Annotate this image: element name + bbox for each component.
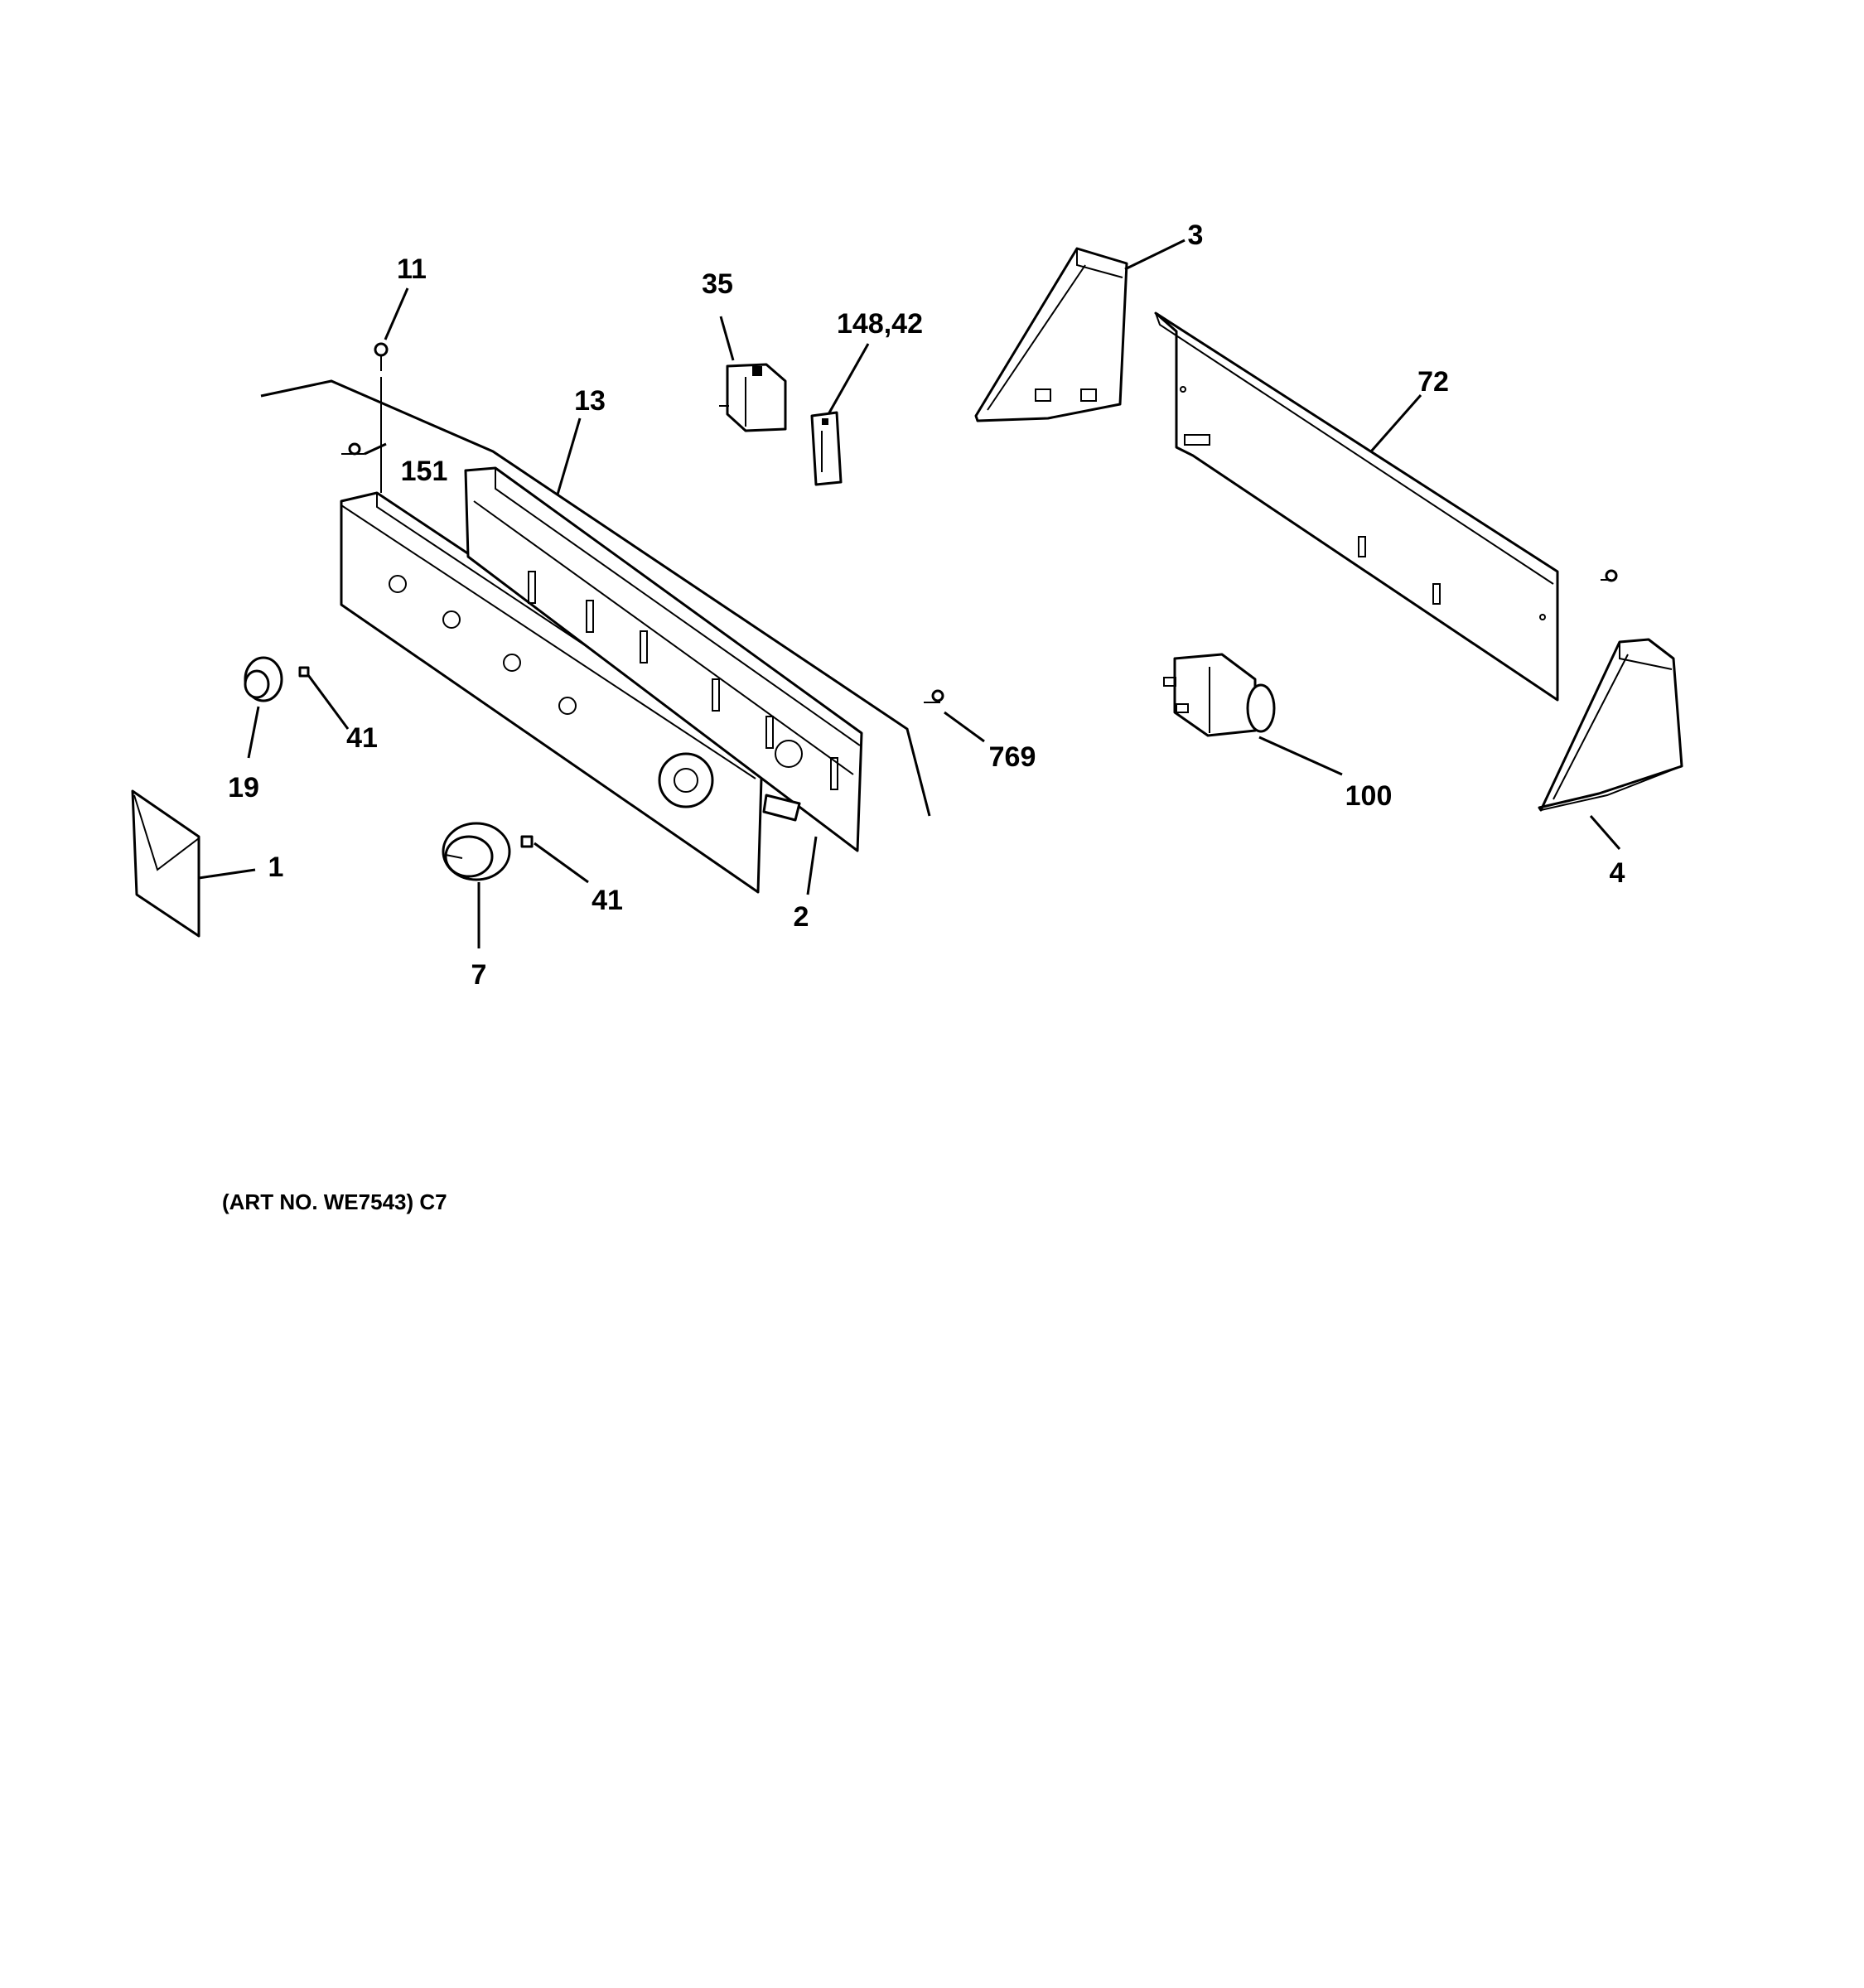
callout-4: 4 <box>1610 857 1625 889</box>
envelope-part-1 <box>131 789 200 938</box>
art-number: (ART NO. WE7543) C7 <box>222 1189 447 1214</box>
callout-769: 769 <box>989 741 1036 773</box>
callout-151: 151 <box>401 456 448 487</box>
screw-near-panel <box>1601 569 1618 582</box>
callout-19: 19 <box>228 772 259 803</box>
endcap-part-3 <box>974 247 1128 422</box>
callout-72: 72 <box>1417 366 1449 398</box>
knob-part-7 <box>442 822 511 881</box>
callout-13: 13 <box>574 385 606 417</box>
switch-part-35 <box>719 363 787 432</box>
callout-100: 100 <box>1345 780 1393 812</box>
knob-part-19 <box>244 656 283 702</box>
screw-part-11 <box>374 342 389 493</box>
callout-41-upper: 41 <box>346 722 378 754</box>
callout-3: 3 <box>1188 220 1204 251</box>
timer-part-100 <box>1163 653 1276 737</box>
bracket-part-13 <box>464 466 863 852</box>
callout-11: 11 <box>397 253 427 285</box>
callout-148-42: 148,42 <box>837 308 923 340</box>
callout-1: 1 <box>268 852 284 883</box>
callout-41-lower: 41 <box>592 885 623 916</box>
rear-panel-part-72 <box>1154 311 1559 702</box>
connector-part-148-42 <box>810 411 843 486</box>
screw-part-151 <box>341 442 365 456</box>
callout-7: 7 <box>471 959 487 991</box>
leader-lines <box>198 239 1621 948</box>
control-panel-part-2 <box>340 491 764 894</box>
backsplash-outline <box>260 379 931 817</box>
callout-35: 35 <box>702 268 733 300</box>
clip-part-41-lower <box>520 835 534 848</box>
screw-part-769 <box>924 689 944 703</box>
callout-2: 2 <box>794 901 809 933</box>
clip-part-41-upper <box>298 666 310 678</box>
endcap-part-4 <box>1538 638 1683 812</box>
